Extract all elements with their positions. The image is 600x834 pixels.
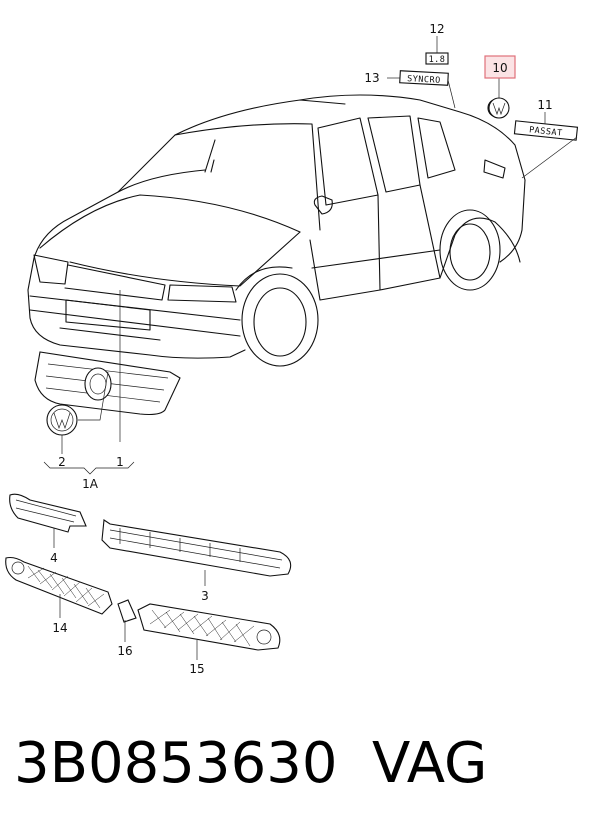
callout-14: 14 xyxy=(52,621,67,635)
leader-lines xyxy=(43,36,578,660)
callout-highlight-box xyxy=(484,55,516,79)
badge-passat-part-11: PASSAT xyxy=(513,120,579,141)
lower-grille-center-part-3 xyxy=(101,519,292,577)
lower-mesh-left-part-14 xyxy=(5,556,113,615)
callout-12: 12 xyxy=(429,22,444,36)
badge-1-8-part-12: 1.8 xyxy=(425,52,449,65)
badge-syncro-part-13: SYNCRO xyxy=(399,70,449,86)
badge-text-syncro: SYNCRO xyxy=(407,74,441,86)
callout-4: 4 xyxy=(50,551,58,565)
front-emblem-part-2 xyxy=(46,404,78,436)
cover-part-16 xyxy=(117,599,137,623)
part-number: 3B0853630 xyxy=(14,731,338,796)
lower-mesh-right-part-15 xyxy=(137,603,281,651)
callout-10: 10 xyxy=(492,61,507,75)
badge-text-1-8: 1.8 xyxy=(429,55,446,65)
brand-name: VAG xyxy=(372,731,488,796)
lower-grille-left-part-4 xyxy=(9,493,87,533)
callout-16: 16 xyxy=(117,644,132,658)
front-grille-part-1 xyxy=(34,351,181,416)
rear-emblem-part-10 xyxy=(488,97,510,119)
callout-3: 3 xyxy=(201,589,209,603)
callout-1: 1 xyxy=(116,455,124,469)
callout-11: 11 xyxy=(537,98,552,112)
parts-diagram: 1.8 SYNCRO PASSAT xyxy=(5,22,579,676)
badge-text-passat: PASSAT xyxy=(529,125,564,138)
car-illustration xyxy=(27,94,526,367)
callout-15: 15 xyxy=(189,662,204,676)
callout-2: 2 xyxy=(58,455,66,469)
callout-1a: 1A xyxy=(82,477,99,491)
callout-13: 13 xyxy=(364,71,379,85)
